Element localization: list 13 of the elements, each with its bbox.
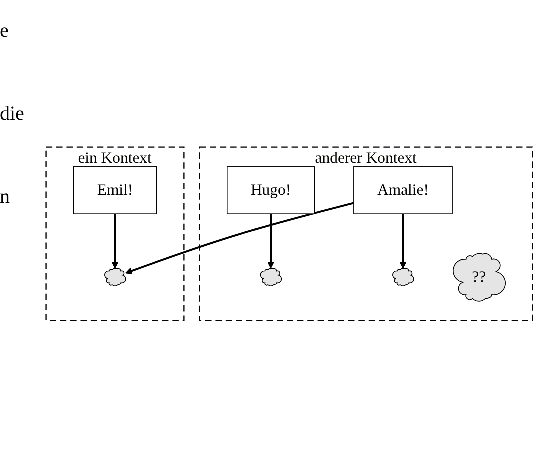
text-fragment: e — [0, 20, 10, 43]
text-fragment: n — [0, 186, 11, 209]
node-box: Emil! — [73, 166, 158, 214]
arrow — [400, 214, 407, 268]
arrow — [268, 214, 274, 268]
text-fragment: die — [0, 103, 26, 126]
node-cloud — [104, 268, 126, 286]
node-box: Hugo! — [227, 166, 316, 214]
arrow — [112, 214, 119, 268]
node-box: Amalie! — [354, 166, 453, 214]
node-cloud — [260, 268, 282, 286]
arrow — [125, 202, 354, 274]
node-cloud — [392, 268, 414, 286]
